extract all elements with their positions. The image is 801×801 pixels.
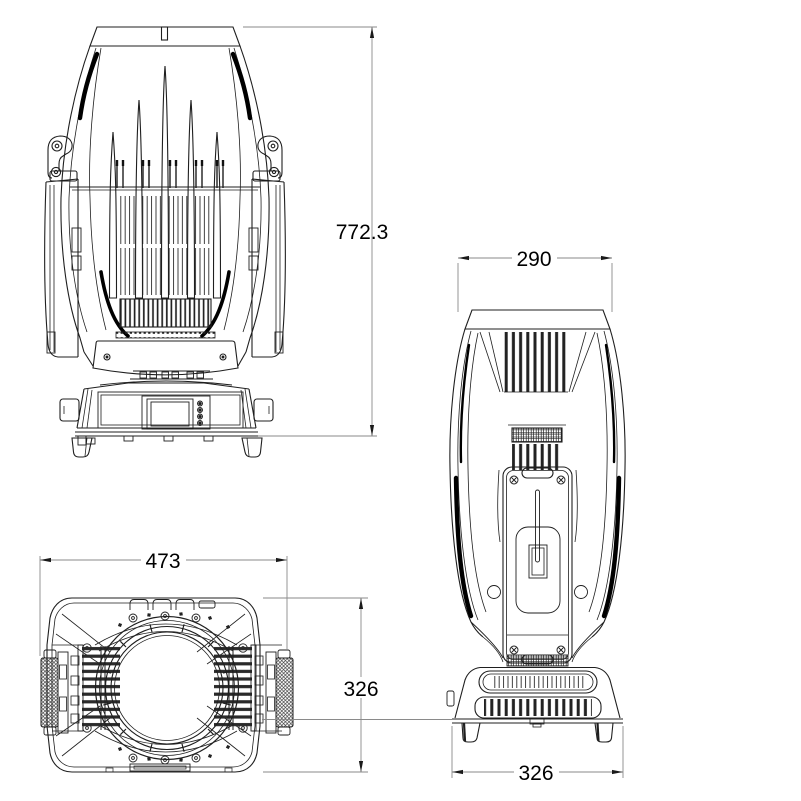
- side-handle: [40, 649, 69, 736]
- dimension-front-width: 473: [39, 549, 288, 656]
- arc-stud-dots: [117, 612, 231, 762]
- arrowhead: [458, 255, 469, 261]
- display-panel: [141, 395, 211, 430]
- feet-rear: [71, 437, 263, 458]
- lens-ring-ticks: [103, 624, 231, 752]
- top-cap-notch: [160, 26, 169, 41]
- base-side-tab-right: [253, 398, 274, 422]
- base-side-bump: [446, 690, 455, 707]
- dimension-label-head-top-width: 290: [516, 248, 551, 271]
- rear-pin-rods: [115, 160, 225, 188]
- bottom-tab: [105, 763, 233, 773]
- arrowhead: [601, 255, 612, 261]
- head-lower-cover: [83, 340, 247, 376]
- base-side-tab-left: [59, 398, 80, 422]
- top-clamp-tabs: [129, 599, 216, 610]
- arrowhead: [358, 598, 364, 609]
- dimension-overall-height: 772.3: [243, 26, 389, 437]
- yoke-center-slot: [535, 489, 540, 563]
- arrowhead: [369, 27, 375, 38]
- yoke-recess-channel: [515, 526, 561, 614]
- dimension-front-height: 326: [263, 597, 384, 773]
- rear-grille: [115, 298, 216, 339]
- lcd-screen-bezel: [146, 398, 194, 430]
- arrowhead: [612, 769, 623, 775]
- heatsink-bracket-tabs: [70, 655, 80, 724]
- arrowhead: [358, 761, 364, 772]
- base-side: [446, 666, 623, 743]
- base-rear: [59, 382, 274, 458]
- yoke-handle-notch-top: [521, 467, 554, 479]
- yoke-arm-left: [44, 135, 82, 358]
- dimension-label-base-width: 326: [518, 762, 553, 785]
- arrowhead: [40, 557, 51, 563]
- dimension-base-width: 326: [451, 726, 624, 785]
- dimension-label-front-width: 473: [145, 550, 180, 573]
- dimension-annotations: 772.3 290 326: [39, 26, 624, 785]
- menu-buttons: [197, 400, 203, 426]
- base-underside-studs: [77, 435, 214, 446]
- side-elevation-view: [446, 309, 626, 743]
- rear-cooling-fins: [108, 65, 222, 299]
- base-lower-vent: [474, 696, 602, 719]
- pan-coupling-band: [99, 370, 233, 386]
- base-upper-vent: [478, 670, 598, 694]
- feet-side: [461, 722, 614, 743]
- tilt-hub-fins: [512, 444, 562, 470]
- head-housing-side: [449, 309, 626, 663]
- arrowhead: [276, 557, 287, 563]
- tilt-hub-grid: [511, 427, 563, 443]
- lcd-screen: [150, 401, 190, 427]
- dimension-label-overall-height: 772.3: [336, 221, 389, 244]
- front-lens-view: [40, 597, 294, 773]
- side-top-fins: [504, 332, 568, 392]
- lens-assembly: [94, 615, 240, 761]
- bold-side-accents: [453, 343, 622, 619]
- dimension-head-top-width: 290: [457, 247, 613, 312]
- yoke-screws: [509, 475, 566, 655]
- arrowhead: [369, 425, 375, 436]
- pan-coupling-side: [506, 654, 569, 667]
- rear-elevation-view: [44, 26, 286, 458]
- arrowhead: [452, 769, 463, 775]
- dimension-label-front-height: 326: [343, 678, 378, 701]
